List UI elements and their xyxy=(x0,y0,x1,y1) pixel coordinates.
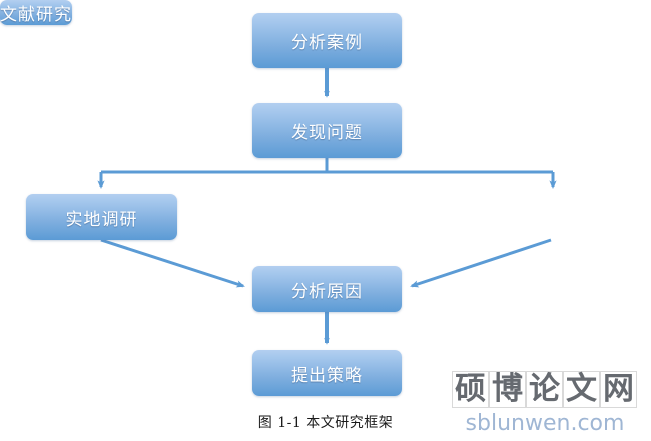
watermark-char-1: 硕 xyxy=(452,371,489,408)
watermark-char-4: 文 xyxy=(563,371,600,408)
node-literature-research[interactable]: 文献研究 xyxy=(0,0,72,25)
edge-literature-research-to-analyze-cause xyxy=(410,238,552,288)
watermark-logo: 硕 博 论 文 网 sblunwen.com xyxy=(452,371,648,437)
node-find-problem[interactable]: 发现问题 xyxy=(252,103,402,158)
watermark-char-2: 博 xyxy=(489,371,526,408)
node-field-research[interactable]: 实地调研 xyxy=(26,194,177,240)
node-analyze-case[interactable]: 分析案例 xyxy=(252,13,402,68)
figure-caption: 图 1-1 本文研究框架 xyxy=(257,415,394,431)
node-propose-strategy[interactable]: 提出策略 xyxy=(252,350,402,396)
watermark-characters: 硕 博 论 文 网 xyxy=(452,371,648,408)
edge-find-problem-split xyxy=(97,158,557,189)
edge-field-research-to-analyze-cause xyxy=(100,238,245,288)
node-analyze-cause[interactable]: 分析原因 xyxy=(252,266,402,312)
watermark-char-5: 网 xyxy=(600,371,637,408)
watermark-char-3: 论 xyxy=(526,371,563,408)
watermark-url: sblunwen.com xyxy=(465,411,625,436)
